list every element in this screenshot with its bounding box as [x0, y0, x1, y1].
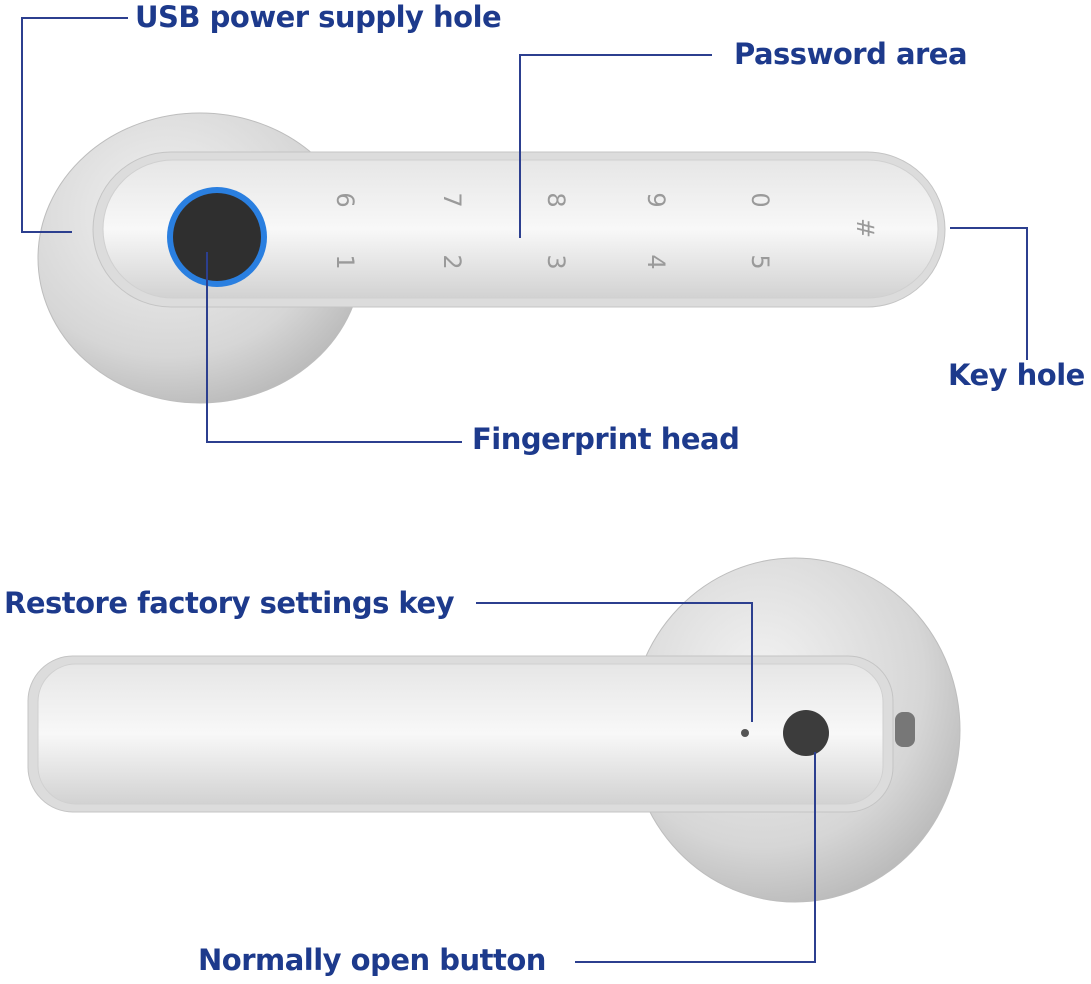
back-lock: [27, 557, 961, 903]
restore-leader: [476, 602, 753, 722]
leader-lines: [21, 17, 1028, 963]
keypad-key[interactable]: 8: [542, 192, 570, 207]
keyhole-leader: [950, 227, 1028, 360]
fingerprint-sensor-icon[interactable]: [173, 193, 261, 281]
keypad-key[interactable]: 9: [642, 192, 670, 207]
usb-label: USB power supply hole: [135, 0, 502, 34]
keypad-key[interactable]: 3: [542, 254, 570, 269]
password-leader: [519, 54, 712, 238]
normally-open-leader: [575, 752, 816, 963]
password-label: Password area: [734, 37, 968, 71]
restore-label: Restore factory settings key: [4, 586, 455, 620]
fingerprint-leader: [206, 252, 462, 443]
normally-open-label: Normally open button: [198, 943, 546, 977]
keypad-key[interactable]: 0: [746, 192, 774, 207]
keypad-key[interactable]: 4: [642, 254, 670, 269]
keyhole-icon: [895, 712, 915, 747]
key-hole-label: Key hole: [948, 358, 1085, 392]
front-lock: 6 1 7 2 8 3 9 4 0 5 #: [37, 112, 946, 404]
usb-leader: [21, 17, 128, 233]
keypad-key[interactable]: 1: [331, 254, 359, 269]
restore-key-hole-icon[interactable]: [741, 729, 749, 737]
keypad-key[interactable]: 5: [746, 254, 774, 269]
handle-face-back: [37, 663, 884, 805]
keypad-key-hash[interactable]: #: [851, 218, 879, 238]
keypad-key[interactable]: 2: [438, 254, 466, 269]
normally-open-button-icon[interactable]: [783, 710, 829, 756]
fingerprint-label: Fingerprint head: [472, 422, 740, 456]
keypad-key[interactable]: 7: [438, 192, 466, 207]
keypad-key[interactable]: 6: [331, 192, 359, 207]
